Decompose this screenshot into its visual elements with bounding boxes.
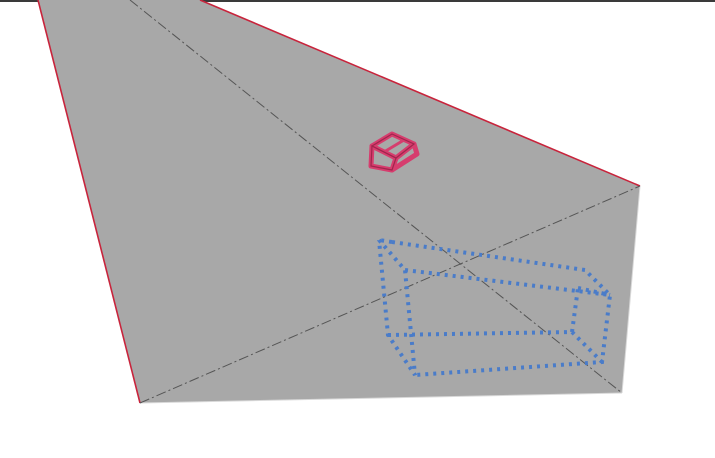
plane-edge-right	[621, 185, 641, 394]
dotted-blue-box[interactable]	[377, 238, 613, 377]
plane-edge-left	[37, 0, 141, 404]
plane-edge-top	[199, 0, 641, 187]
pink-cube-shading	[370, 133, 416, 171]
viewport-top-border	[0, 0, 715, 2]
plane-diagonal-b	[139, 185, 641, 404]
grey-plane[interactable]	[38, 0, 640, 403]
plane-diagonal-a	[129, 0, 623, 394]
plane-edge-bottom	[139, 392, 623, 404]
